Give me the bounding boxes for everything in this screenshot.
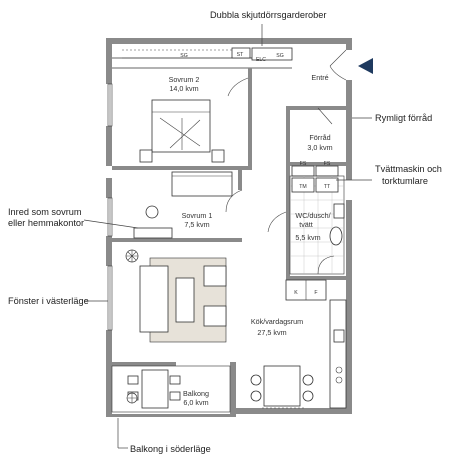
sofa-group-icon [139,257,227,343]
callout-inred-line1: Inred som sovrum [8,207,82,217]
room-sovrum2-area: 14,0 kvm [169,84,198,93]
wc-room [289,175,345,275]
plant-icon [126,392,138,404]
room-sovrum1-area: 7,5 kvm [184,220,209,229]
room-sovrum2-name: Sovrum 2 [169,75,200,84]
room-kok-area: 27,5 kvm [257,328,286,337]
room-wc-name: WC/dusch/ [295,211,330,220]
kitchen-counter [285,279,347,409]
tag-sg-2: SG [276,53,284,59]
room-wc-area: 5,5 kvm [295,233,320,242]
door-swing [227,77,249,97]
room-sovrum1-name: Sovrum 1 [182,211,213,220]
tag-fs-2: FS [324,161,331,167]
entrance-door-swing [329,49,347,81]
tag-k: K [294,290,298,296]
callout-tvatt-line1: Tvättmaskin och [375,164,442,174]
room-wc-name2: tvätt [299,220,313,229]
tag-f: F [314,290,317,296]
room-kok-name: Kök/vardagsrum [251,317,303,326]
room-balkong-name: Balkong [183,389,209,398]
callout-forrad: Rymligt förråd [375,113,432,123]
callout-lines [83,24,372,449]
sovrum1-door-swing [225,189,243,213]
tag-sg-1: SG [180,53,188,59]
outer-walls [106,38,352,417]
tag-tt: TT [324,184,331,190]
single-bed-icon [171,171,233,197]
room-balkong-area: 6,0 kvm [183,398,208,407]
tag-fs-1: FS [300,161,307,167]
tag-tm: TM [299,184,307,190]
desk-icon [133,205,173,239]
room-forrad-name: Förråd [309,133,330,142]
room-entre-name: Entré [311,73,328,82]
nightstand-icon [139,149,225,163]
room-forrad-area: 3,0 kvm [307,143,332,152]
callout-balkong: Balkong i söderläge [130,444,211,454]
wc-door-swing [267,211,287,233]
balcony-area [111,365,231,413]
callout-fonster: Fönster i västerläge [8,296,89,306]
dining-table-icon [250,365,314,409]
tag-elc: ELC [256,57,266,63]
entrance-arrow-icon [358,58,373,74]
interior-walls [112,57,348,414]
plant-icon [125,249,139,263]
callout-inred-line2: eller hemmakontor [8,218,84,228]
forrad-door-swing [317,107,333,125]
double-bed-icon [151,99,211,153]
west-windows [107,83,113,331]
wardrobe-row [122,47,293,61]
callout-tvatt-line2: torktumlare [382,176,428,186]
tag-st: ST [237,52,244,58]
callout-garderober: Dubbla skjutdörrsgarderober [210,10,326,20]
